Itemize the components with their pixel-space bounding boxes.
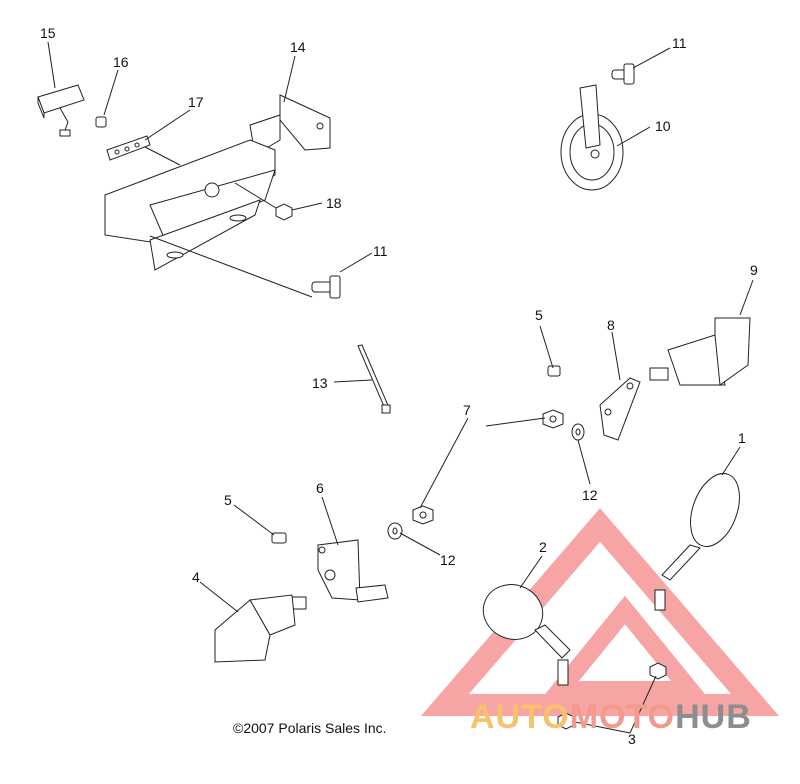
- callout-8: 8: [607, 317, 615, 333]
- callout-16: 16: [113, 54, 129, 70]
- part-1-mirror: [654, 473, 740, 611]
- part-16-nut: [95, 116, 107, 128]
- part-13-tie-strap: [357, 344, 391, 414]
- part-15-light-unit: [37, 84, 85, 137]
- part-11-bolt-upper: [611, 63, 635, 85]
- callout-11-upper: 11: [672, 35, 687, 51]
- callout-7: 7: [463, 402, 471, 418]
- part-6-bracket: [317, 539, 389, 603]
- part-7-nut-b: [412, 505, 434, 525]
- callout-15: 15: [40, 25, 56, 41]
- copyright-notice: ©2007 Polaris Sales Inc.: [233, 720, 387, 736]
- part-4-turn-signal: [214, 594, 307, 663]
- watermark-text-hub: HUB: [675, 698, 752, 736]
- callout-14: 14: [290, 39, 306, 55]
- callout-12-upper: 12: [582, 487, 598, 503]
- callout-3: 3: [628, 731, 636, 747]
- part-10-horn: [560, 84, 624, 191]
- watermark-text-moto: MOTO: [569, 698, 676, 736]
- part-2-mirror: [482, 584, 571, 686]
- part-8-bracket: [599, 377, 641, 441]
- part-3-nut-b: [557, 712, 575, 730]
- callout-10: 10: [655, 118, 671, 134]
- callout-6: 6: [316, 480, 324, 496]
- watermark-text: AUTOMOTOHUB: [470, 698, 752, 737]
- callout-12-lower: 12: [440, 552, 456, 568]
- callout-1: 1: [738, 430, 746, 446]
- part-11-bolt-lower: [311, 275, 341, 299]
- callout-4: 4: [192, 569, 200, 585]
- callout-labels: 15 16 17 14 18 11 11 10 9 5 8 13 7 12 1 …: [40, 25, 758, 747]
- part-7-nut-a: [542, 409, 564, 429]
- callout-17: 17: [188, 94, 204, 110]
- part-12-washer-b: [387, 522, 403, 540]
- callout-13: 13: [312, 375, 328, 391]
- part-5-screw-upper: [547, 365, 561, 377]
- leader-lines: [47, 41, 754, 734]
- callout-9: 9: [750, 262, 758, 278]
- part-9-turn-signal: [649, 317, 751, 386]
- part-5-screw-lower: [271, 532, 287, 544]
- part-17-plate: [106, 135, 151, 161]
- part-14-bracket: [104, 94, 331, 271]
- callout-2: 2: [539, 539, 547, 555]
- callout-18: 18: [326, 195, 342, 211]
- watermark-text-auto: AUTO: [470, 698, 570, 736]
- part-12-washer-a: [571, 423, 585, 441]
- callout-5-upper: 5: [535, 307, 543, 323]
- part-3-nut-a: [649, 662, 667, 680]
- callout-11-lower: 11: [373, 243, 388, 259]
- part-18-nut: [275, 203, 293, 221]
- callout-5-lower: 5: [224, 492, 232, 508]
